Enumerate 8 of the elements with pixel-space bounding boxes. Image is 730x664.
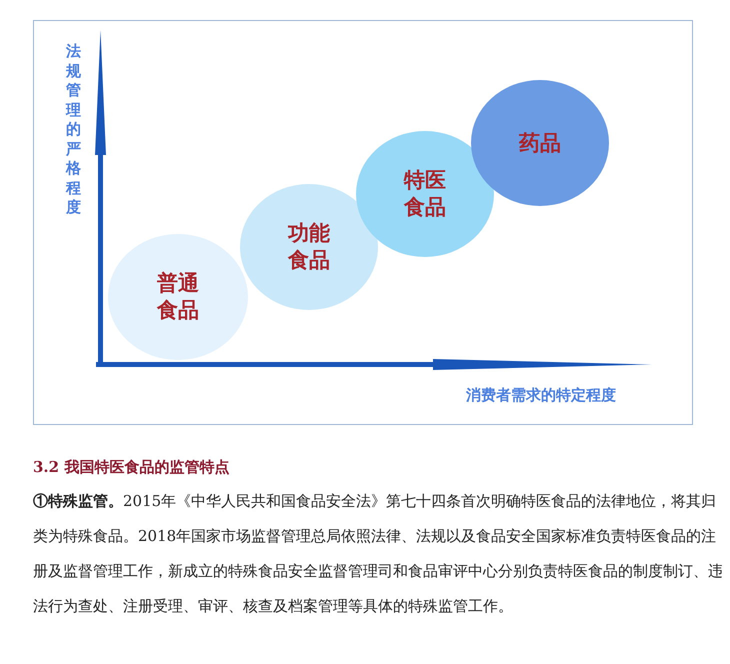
category-label: 普通食品 <box>156 270 200 324</box>
body-paragraph: ①特殊监管。2015年《中华人民共和国食品安全法》第七十四条首次明确特医食品的法律地位，将其归类为特殊食品。2018年国家市场监督管理总局依照法律、法规以及食品安全国家标准负责特医食品的注册及监督管理工作，新成立的特殊食品安全监督管理司和食品审评中心分别负责特医食品的制度制订、违法行为查处、注册受理、审评、核查及档案管理等具体的特殊监管工作。 <box>33 491 723 617</box>
category-label: 药品 <box>519 130 561 156</box>
category-label: 特医食品 <box>402 167 447 221</box>
axis-title: 法规管理的严格程度 <box>66 42 82 218</box>
section-heading: 3.2 我国特医食品的监管特点 <box>33 458 230 477</box>
axis-title: 消费者需求的特定程度 <box>466 386 616 405</box>
category-label: 功能食品 <box>286 220 331 274</box>
